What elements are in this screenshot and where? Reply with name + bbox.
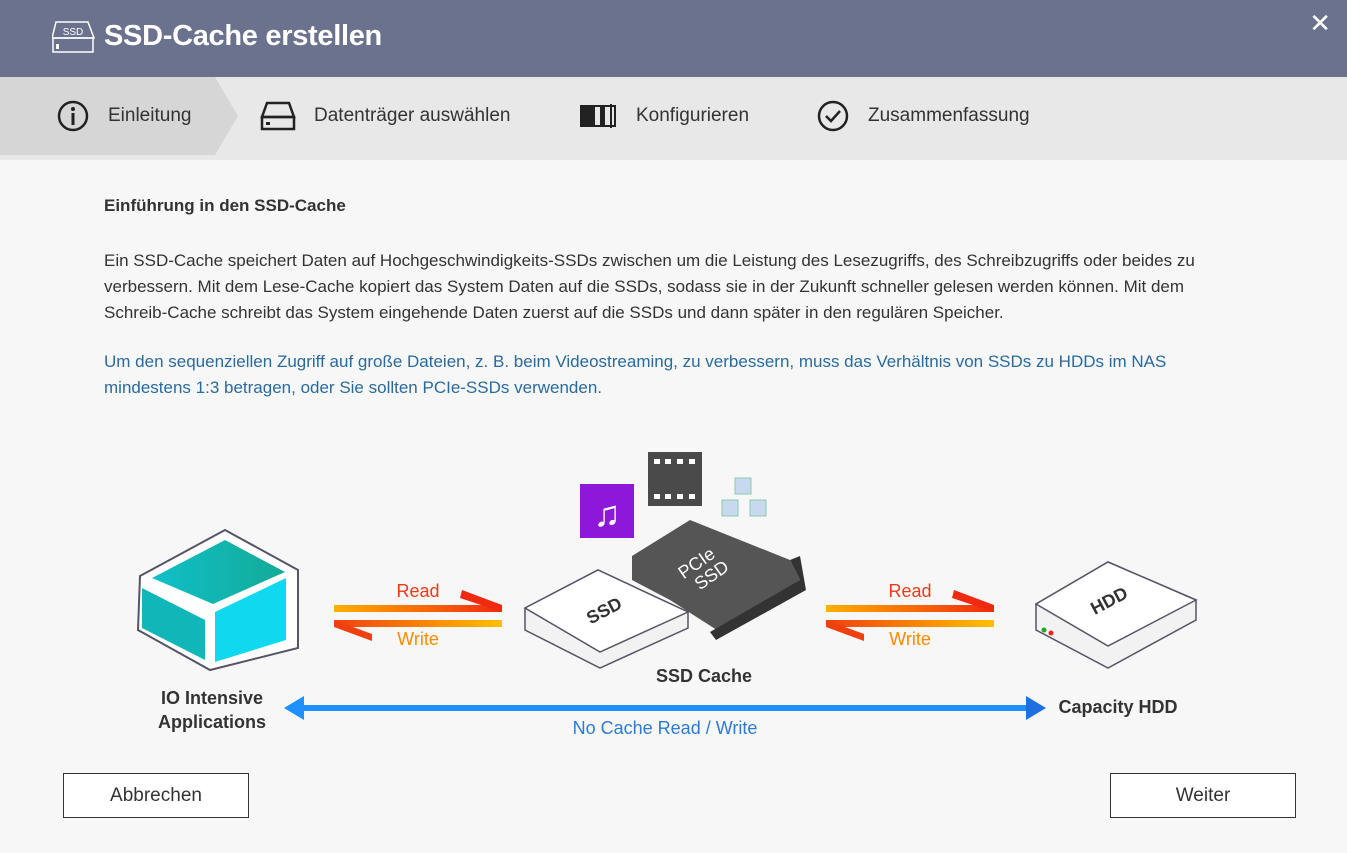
svg-text:♫: ♫ — [594, 493, 621, 534]
disk-icon — [260, 101, 296, 131]
music-icon — [580, 484, 634, 538]
step-configure: Konfigurieren — [580, 77, 749, 155]
read-write-arrows-right — [826, 590, 994, 641]
ssd-icon: SSD — [523, 569, 690, 669]
wizard-steps: Einleitung Datenträger auswählen Konfigu… — [0, 77, 1347, 160]
check-circle-icon — [817, 100, 849, 132]
no-cache-label: No Cache Read / Write — [573, 718, 758, 738]
close-button[interactable]: ✕ — [1309, 8, 1331, 38]
svg-text:SSD: SSD — [63, 27, 84, 38]
next-button[interactable]: Weiter — [1110, 773, 1296, 818]
film-icon — [648, 452, 702, 506]
no-cache-arrow — [284, 696, 1046, 720]
capacity-hdd-label: Capacity HDD — [1058, 697, 1177, 717]
step-summary: Zusammenfassung — [816, 77, 1030, 155]
info-icon — [57, 100, 89, 132]
app-label: Applications — [158, 712, 266, 732]
write-label: Write — [889, 629, 931, 649]
blocks-icon — [721, 477, 767, 517]
read-label: Read — [396, 581, 439, 601]
ssd-cache-diagram: IO Intensive Applications Read Write ♫ P… — [136, 452, 1198, 738]
step-label: Datenträger auswählen — [314, 105, 511, 126]
ssd-cache-label: SSD Cache — [656, 666, 752, 686]
cancel-button[interactable]: Abbrechen — [63, 773, 249, 818]
ssd-logo-icon: SSD — [52, 21, 96, 53]
step-label: Einleitung — [108, 105, 192, 126]
read-label: Read — [888, 581, 931, 601]
dialog-title: SSD-Cache erstellen — [104, 20, 382, 52]
application-cube-icon — [136, 528, 299, 672]
step-label: Zusammenfassung — [868, 105, 1030, 126]
dialog-header: SSD SSD-Cache erstellen ✕ — [0, 0, 1347, 77]
pcie-ssd-icon: PCIe SSD — [632, 520, 806, 640]
write-label: Write — [397, 629, 439, 649]
active-step-highlight — [0, 77, 238, 155]
app-label: IO Intensive — [161, 688, 263, 708]
intro-content: Einführung in den SSD-Cache Ein SSD-Cach… — [104, 196, 1224, 401]
step-label: Konfigurieren — [636, 105, 750, 126]
intro-paragraph: Ein SSD-Cache speichert Daten auf Hochge… — [104, 251, 1195, 322]
ratio-note: Um den sequenziellen Zugriff auf große D… — [104, 352, 1167, 397]
hdd-icon: HDD — [1034, 561, 1198, 669]
read-write-arrows-left — [334, 590, 502, 641]
step-select-disks: Datenträger auswählen — [260, 77, 510, 155]
configure-icon — [580, 104, 616, 128]
section-heading: Einführung in den SSD-Cache — [104, 196, 346, 215]
step-introduction: Einleitung — [56, 77, 191, 155]
